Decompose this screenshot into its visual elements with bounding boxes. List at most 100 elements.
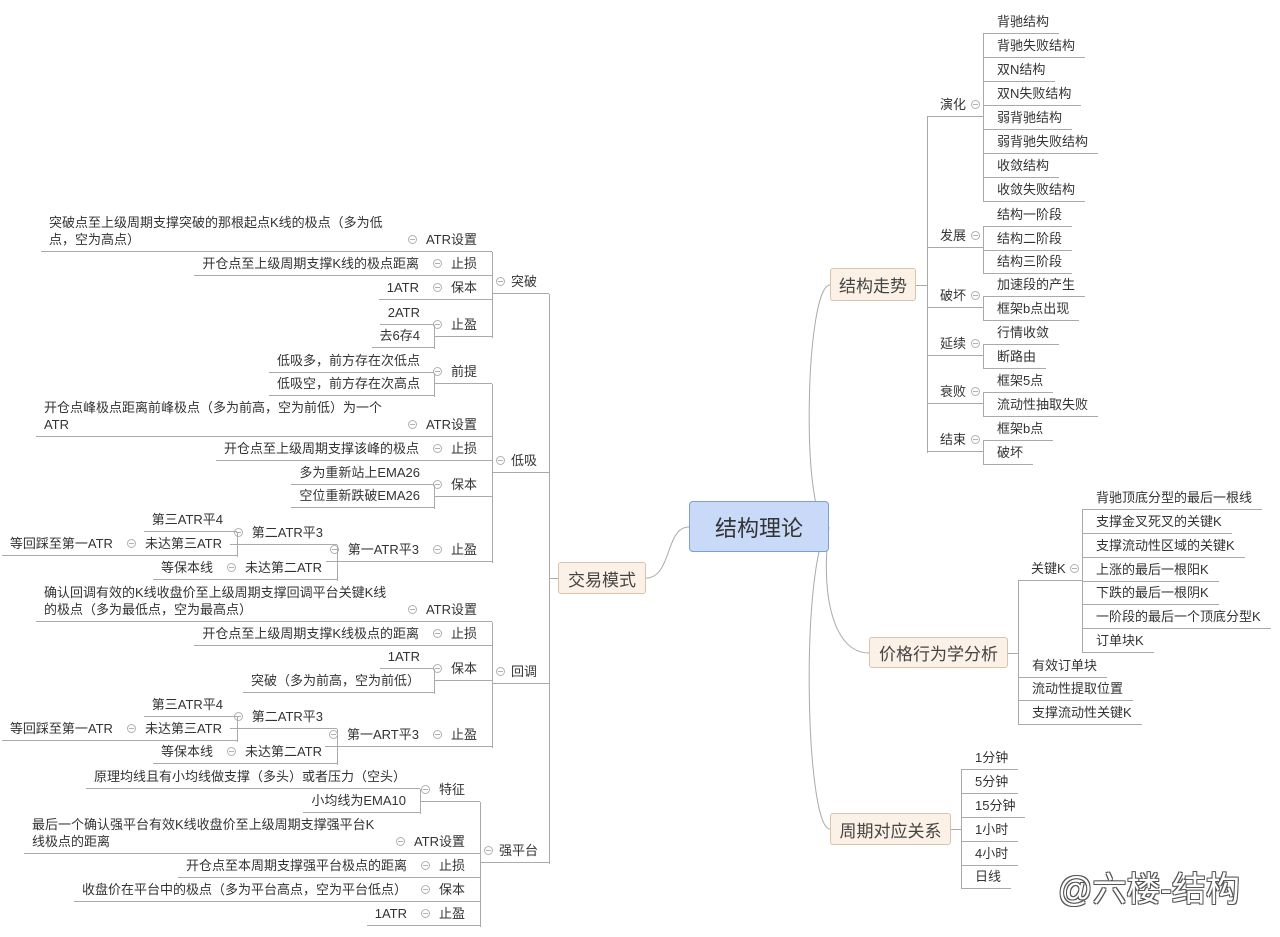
leaf-node[interactable]: 结构一阶段: [983, 203, 1073, 227]
leaf-node[interactable]: 流动性提取位置: [1018, 677, 1134, 701]
leaf-node[interactable]: 加速段的产生: [983, 273, 1086, 297]
collapse-toggle-icon[interactable]: [971, 387, 980, 396]
leaf-node[interactable]: 背驰失败结构: [983, 34, 1086, 58]
detail-row[interactable]: 开仓点至本周期支撑强平台极点的距离止损: [177, 854, 480, 878]
collapse-toggle-icon[interactable]: [971, 231, 980, 240]
collapse-toggle-icon[interactable]: [971, 435, 980, 444]
detail-row[interactable]: 开仓点至上级周期支撑该峰的极点止损: [215, 437, 492, 461]
collapse-toggle-icon[interactable]: [496, 456, 505, 465]
collapse-toggle-icon[interactable]: [432, 629, 442, 638]
mode-topic[interactable]: 低吸: [492, 453, 549, 473]
leaf-node[interactable]: 2ATR: [379, 301, 434, 325]
collapse-toggle-icon[interactable]: [432, 283, 442, 292]
leaf-node[interactable]: 低吸多，前方存在次低点: [268, 349, 434, 373]
leaf-node[interactable]: 弱背驰结构: [983, 106, 1073, 130]
mode-topic[interactable]: 突破: [492, 274, 549, 294]
collapse-toggle-icon[interactable]: [407, 420, 417, 429]
leaf-node[interactable]: 5分钟: [961, 770, 1019, 794]
detail-row[interactable]: 收盘价在平台中的极点（多为平台高点，空为平台低点）保本: [73, 878, 480, 902]
leaf-node[interactable]: 15分钟: [961, 794, 1026, 818]
group-topic[interactable]: 关键K: [1018, 561, 1082, 581]
leaf-node[interactable]: 原理均线且有小均线做支撑（多头）或者压力（空头）: [85, 765, 420, 789]
collapse-toggle-icon[interactable]: [432, 545, 442, 554]
group-topic[interactable]: 发展: [927, 228, 983, 248]
detail-row[interactable]: 等保本线未达第二ATR: [152, 556, 337, 580]
detail-row[interactable]: 确认回调有效的K线收盘价至上级周期支撑回调平台关键K线的极点（多为最低点，空为最…: [35, 582, 492, 622]
detail-row[interactable]: 突破点至上级周期支撑突破的那根起点K线的极点（多为低点，空为高点）ATR设置: [40, 212, 492, 252]
leaf-node[interactable]: 弱背驰失败结构: [983, 130, 1099, 154]
detail-row[interactable]: 等保本线未达第二ATR: [152, 740, 337, 764]
root-topic[interactable]: 结构理论: [689, 501, 829, 552]
leaf-node[interactable]: 4小时: [961, 842, 1019, 866]
collapse-toggle-icon[interactable]: [126, 539, 136, 548]
collapse-toggle-icon[interactable]: [329, 545, 339, 554]
leaf-node[interactable]: 1ATR: [379, 645, 434, 669]
mode-topic[interactable]: 回调: [492, 664, 549, 684]
leaf-node[interactable]: 支撑流动性关键K: [1018, 701, 1142, 725]
branch-price-action[interactable]: 价格行为学分析: [869, 637, 1008, 668]
detail-row[interactable]: 开仓点至上级周期支撑K线的极点距离止损: [194, 252, 492, 276]
leaf-node[interactable]: 第二ATR平3: [229, 521, 337, 545]
leaf-node[interactable]: 第三ATR平4: [143, 693, 237, 717]
leaf-node[interactable]: 突破（多为前高，空为前低）: [242, 669, 434, 693]
leaf-node[interactable]: 第三ATR平4: [143, 508, 237, 532]
collapse-toggle-icon[interactable]: [226, 747, 236, 756]
collapse-toggle-icon[interactable]: [1070, 564, 1079, 573]
leaf-node[interactable]: 收敛失败结构: [983, 178, 1086, 202]
leaf-node[interactable]: 多为重新站上EMA26: [291, 461, 434, 485]
leaf-node[interactable]: 破坏: [983, 441, 1034, 465]
group-topic[interactable]: 演化: [927, 97, 983, 117]
leaf-node[interactable]: 框架b点: [983, 417, 1054, 441]
leaf-node[interactable]: 下跌的最后一根阴K: [1082, 581, 1219, 605]
leaf-node[interactable]: 收敛结构: [983, 154, 1060, 178]
sub-topic[interactable]: 保本: [432, 477, 492, 497]
collapse-toggle-icon[interactable]: [407, 605, 417, 614]
collapse-toggle-icon[interactable]: [420, 885, 430, 894]
group-topic[interactable]: 结束: [927, 432, 983, 452]
collapse-toggle-icon[interactable]: [971, 291, 980, 300]
leaf-node[interactable]: 上涨的最后一根阳K: [1082, 558, 1219, 582]
collapse-toggle-icon[interactable]: [126, 724, 136, 733]
leaf-node[interactable]: 有效订单块: [1018, 654, 1108, 678]
sub-topic[interactable]: 保本: [432, 661, 492, 681]
collapse-toggle-icon[interactable]: [420, 861, 430, 870]
leaf-node[interactable]: 结构三阶段: [983, 250, 1073, 274]
leaf-node[interactable]: 小均线为EMA10: [303, 789, 420, 813]
leaf-node[interactable]: 背驰结构: [983, 10, 1060, 34]
collapse-toggle-icon[interactable]: [432, 730, 442, 739]
leaf-node[interactable]: 空位重新跌破EMA26: [291, 484, 434, 508]
collapse-toggle-icon[interactable]: [496, 277, 505, 286]
leaf-node[interactable]: 去6存4: [371, 324, 434, 348]
leaf-node[interactable]: 框架5点: [983, 369, 1054, 393]
leaf-node[interactable]: 结构二阶段: [983, 227, 1073, 251]
group-topic[interactable]: 衰败: [927, 384, 983, 404]
collapse-toggle-icon[interactable]: [407, 235, 417, 244]
branch-structure-trend[interactable]: 结构走势: [830, 268, 916, 301]
collapse-toggle-icon[interactable]: [971, 100, 980, 109]
branch-trading-mode[interactable]: 交易模式: [558, 562, 646, 594]
leaf-node[interactable]: 流动性抽取失败: [983, 393, 1099, 417]
leaf-node[interactable]: 低吸空，前方存在次高点: [268, 372, 434, 396]
collapse-toggle-icon[interactable]: [233, 528, 243, 537]
collapse-toggle-icon[interactable]: [432, 444, 442, 453]
leaf-node[interactable]: 支撑流动性区域的关键K: [1082, 534, 1245, 558]
leaf-node[interactable]: 日线: [961, 865, 1012, 889]
collapse-toggle-icon[interactable]: [496, 667, 505, 676]
collapse-toggle-icon[interactable]: [420, 909, 430, 918]
collapse-toggle-icon[interactable]: [432, 367, 442, 376]
sub-topic[interactable]: 前提: [432, 364, 492, 384]
leaf-node[interactable]: 第二ATR平3: [229, 705, 337, 729]
collapse-toggle-icon[interactable]: [971, 339, 980, 348]
leaf-node[interactable]: 框架b点出现: [983, 297, 1080, 321]
collapse-toggle-icon[interactable]: [395, 837, 405, 846]
collapse-toggle-icon[interactable]: [226, 563, 236, 572]
group-topic[interactable]: 延续: [927, 336, 983, 356]
leaf-node[interactable]: 行情收敛: [983, 321, 1060, 345]
leaf-node[interactable]: 支撑金叉死叉的关键K: [1082, 510, 1232, 534]
leaf-node[interactable]: 1小时: [961, 818, 1019, 842]
